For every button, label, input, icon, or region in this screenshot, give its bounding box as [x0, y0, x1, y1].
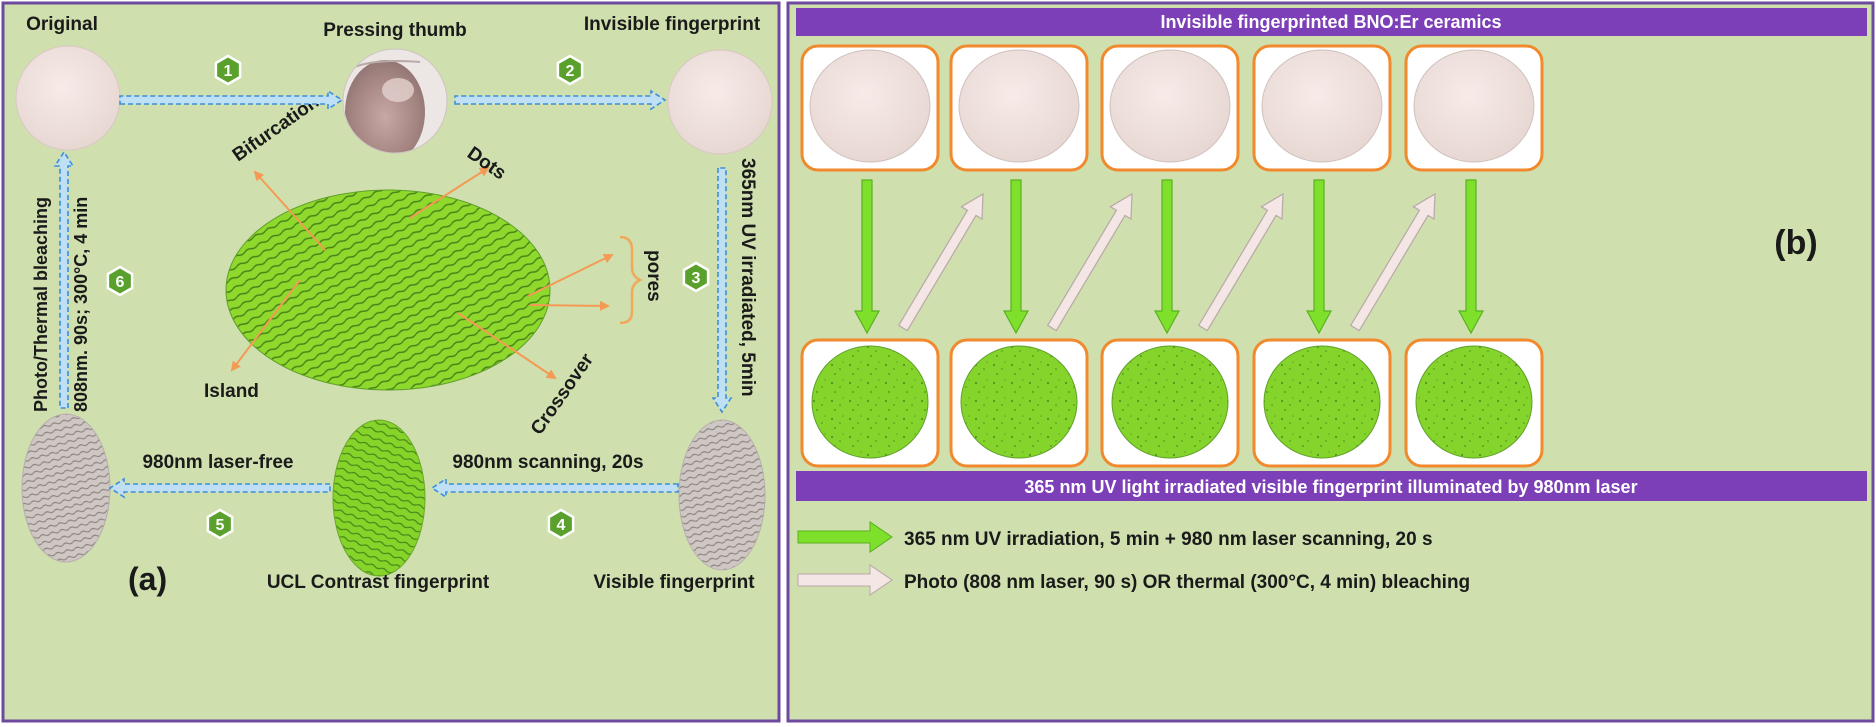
arrow-pores-lower: [529, 300, 610, 311]
flow-arrow-2: [454, 89, 667, 111]
green-arrow-3: [1153, 179, 1181, 335]
step-badge-6: 6: [106, 265, 134, 297]
invisible-fingerprint-label: Invisible fingerprint: [584, 14, 761, 35]
central-fingerprint-image: [225, 189, 551, 391]
green-arrow-4: [1305, 179, 1333, 335]
step-badge-1: 1: [214, 54, 242, 86]
legend: 365 nm UV irradiation, 5 min + 980 nm la…: [797, 521, 1470, 596]
panel-a-label: (a): [128, 561, 167, 597]
invisible-tile-1: [800, 44, 940, 172]
step-badge-2: 2: [556, 54, 584, 86]
invisible-tile-2: [949, 44, 1089, 172]
step-badges: 1 2 3 4 5 6: [106, 54, 710, 540]
legend-item-green: 365 nm UV irradiation, 5 min + 980 nm la…: [797, 521, 1433, 553]
visible-tile-5: [1404, 338, 1544, 468]
step-5-text: 980nm laser-free: [142, 452, 293, 473]
green-arrow-5: [1457, 179, 1485, 335]
arrow-dots: [409, 166, 490, 219]
panel-a: Original Pressing thumb Invisible finger…: [1, 1, 781, 723]
middle-banner: [796, 471, 1867, 501]
visible-tile-1: [800, 338, 940, 468]
green-arrow-1: [853, 179, 881, 335]
invisible-tile-3: [1100, 44, 1240, 172]
invisible-ceramic-tiles: [800, 44, 1544, 172]
legend-pink-arrow: [797, 564, 893, 596]
arrow-pores-upper: [527, 254, 614, 297]
flow-arrow-1: [119, 89, 344, 111]
top-banner-text: Invisible fingerprinted BNO:Er ceramics: [1160, 12, 1501, 32]
pink-arrow-4: [1349, 192, 1436, 332]
feature-arrows: [230, 166, 614, 380]
step-4-text: 980nm scanning, 20s: [452, 452, 643, 473]
flow-arrow-6: [53, 150, 75, 409]
invisible-tile-4: [1252, 44, 1392, 172]
visible-fingerprint-label: Visible fingerprint: [593, 572, 755, 593]
feature-island-label: Island: [204, 381, 259, 402]
flow-arrows: [53, 89, 733, 499]
pink-arrow-2: [1046, 192, 1133, 332]
pressing-thumb-image: [342, 48, 448, 154]
flow-arrow-4: [430, 477, 679, 499]
legend-green-arrow: [797, 521, 893, 553]
arrow-crossover: [457, 312, 557, 380]
step-badge-number: 2: [566, 63, 575, 80]
visible-ceramic-tiles: [800, 338, 1544, 468]
step-badge-4: 4: [547, 508, 575, 540]
laser-free-fingerprint-image: [21, 413, 111, 563]
arrow-bifurcation: [253, 170, 326, 251]
ucl-contrast-fingerprint-image: [332, 419, 426, 577]
panel-b-arrows: [853, 179, 1485, 335]
step-badge-number: 3: [692, 270, 701, 287]
original-disc: [15, 45, 121, 151]
legend-item-pink: Photo (808 nm laser, 90 s) OR thermal (3…: [797, 564, 1470, 596]
pressing-thumb-label: Pressing thumb: [323, 20, 467, 41]
panel-b: Invisible fingerprinted BNO:Er ceramics …: [786, 1, 1875, 723]
step-badge-number: 5: [216, 517, 225, 534]
feature-pores-label: pores: [643, 250, 664, 302]
visible-tile-2: [949, 338, 1089, 468]
step-badge-number: 6: [116, 274, 125, 291]
step-3-text: 365nm UV irradiated, 5min: [737, 158, 758, 397]
panel-b-label: (b): [1774, 224, 1817, 262]
step-badge-number: 1: [224, 63, 233, 80]
step-badge-number: 4: [557, 517, 566, 534]
step-6-text-line2: 808nm. 90s; 300°C, 4 min: [71, 197, 91, 412]
visible-fingerprint-image: [678, 419, 766, 571]
arrow-island: [230, 279, 301, 372]
flow-arrow-3: [711, 167, 733, 414]
invisible-tile-5: [1404, 44, 1544, 172]
top-banner: [796, 8, 1867, 36]
flow-arrow-5: [108, 477, 331, 499]
step-badge-5: 5: [206, 508, 234, 540]
middle-banner-text: 365 nm UV light irradiated visible finge…: [1024, 477, 1637, 497]
original-label: Original: [26, 14, 98, 35]
visible-tile-4: [1252, 338, 1392, 468]
step-6-text-line1: Photo/Thermal bleaching: [31, 197, 51, 412]
invisible-fingerprint-disc: [667, 49, 773, 155]
visible-tile-3: [1100, 338, 1240, 468]
pores-brace: [619, 235, 643, 325]
pink-arrow-1: [897, 192, 984, 332]
step-badge-3: 3: [682, 261, 710, 293]
legend-green-text: 365 nm UV irradiation, 5 min + 980 nm la…: [904, 529, 1433, 550]
legend-pink-text: Photo (808 nm laser, 90 s) OR thermal (3…: [904, 572, 1470, 593]
ucl-contrast-label: UCL Contrast fingerprint: [267, 572, 490, 593]
green-arrow-2: [1002, 179, 1030, 335]
pink-arrow-3: [1197, 192, 1284, 332]
